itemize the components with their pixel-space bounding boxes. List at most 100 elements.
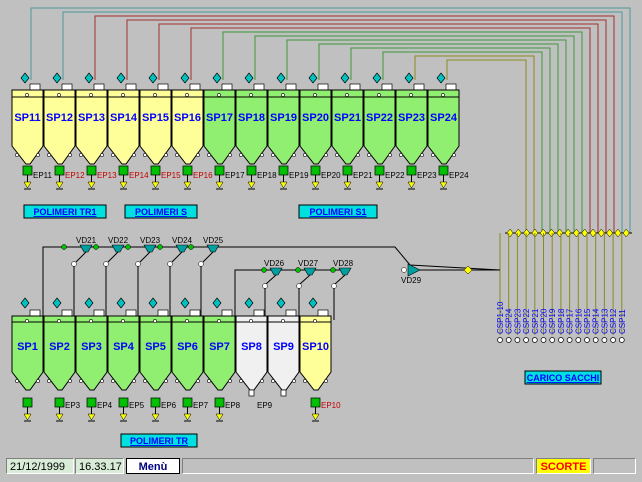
level-sensor-icon bbox=[281, 319, 285, 323]
group-polimeri-s[interactable]: POLIMERI S bbox=[124, 204, 198, 219]
diverter-icon bbox=[338, 267, 352, 276]
outlet-valve-icon bbox=[54, 397, 65, 408]
bag-outlet-icon[interactable] bbox=[505, 337, 512, 343]
diverter-valve[interactable]: VD26 bbox=[261, 259, 285, 320]
level-sensor-icon bbox=[89, 319, 93, 323]
node-icon bbox=[157, 244, 163, 250]
level-sensor-icon bbox=[281, 93, 285, 97]
group-label-text: POLIMERI TR1 bbox=[33, 207, 96, 217]
filter-icon bbox=[189, 83, 201, 91]
diverter-valve[interactable]: VD25 bbox=[188, 236, 224, 320]
silo-unit[interactable]: SP1 bbox=[11, 297, 44, 422]
level-sensor-icon bbox=[79, 153, 83, 157]
level-sensor-icon bbox=[303, 153, 307, 157]
diverter-label: VD28 bbox=[333, 259, 354, 268]
discharge-icon bbox=[311, 181, 320, 189]
level-sensor-icon bbox=[207, 153, 211, 157]
discharge-icon bbox=[343, 181, 352, 189]
bag-station-label: CSP1-10 bbox=[496, 301, 505, 334]
branch-pipe bbox=[334, 274, 346, 285]
bag-outlet-icon[interactable] bbox=[575, 337, 582, 343]
bag-outlet-icon[interactable] bbox=[610, 337, 616, 343]
diverter-valve-main[interactable]: VD29 bbox=[401, 263, 422, 285]
vent-icon bbox=[116, 297, 126, 309]
silo-label: SP5 bbox=[145, 341, 166, 353]
group-label-box bbox=[124, 204, 198, 219]
level-sensor-icon bbox=[356, 153, 360, 157]
diverter-valve[interactable]: VD23 bbox=[125, 236, 161, 320]
filter-icon bbox=[93, 83, 105, 91]
level-sensor-icon bbox=[292, 153, 296, 157]
bag-outlet-icon[interactable] bbox=[601, 337, 608, 343]
filter-icon bbox=[317, 309, 329, 317]
bag-outlet-icon[interactable] bbox=[549, 337, 556, 343]
outlet-valve-icon bbox=[310, 397, 321, 408]
level-sensor-icon bbox=[15, 153, 19, 157]
valve-label: EP16 bbox=[193, 171, 213, 180]
node-icon bbox=[401, 267, 407, 273]
diverter-valve[interactable]: VD22 bbox=[93, 236, 129, 320]
discharge-icon bbox=[23, 181, 32, 189]
silo-unit[interactable]: SP9 bbox=[267, 297, 300, 397]
silo-label: SP9 bbox=[273, 341, 294, 353]
bag-outlet-icon[interactable] bbox=[497, 337, 503, 343]
node-icon bbox=[198, 261, 204, 267]
group-label-text: POLIMERI S bbox=[135, 207, 187, 217]
bag-outlet-icon[interactable] bbox=[558, 337, 564, 343]
diverter-valve[interactable]: VD24 bbox=[157, 236, 193, 320]
diverter-valve[interactable]: VD21 bbox=[61, 236, 97, 320]
level-sensor-icon bbox=[335, 153, 339, 157]
vent-icon bbox=[340, 72, 350, 84]
bag-outlet-icon[interactable] bbox=[523, 337, 529, 343]
discharge-icon bbox=[151, 413, 160, 421]
level-sensor-icon bbox=[324, 153, 328, 157]
bag-outlet-icon[interactable] bbox=[566, 337, 573, 343]
group-carico-sacchi[interactable]: CARICO SACCHI bbox=[524, 370, 602, 385]
diverter-valve[interactable]: VD27 bbox=[295, 259, 319, 320]
bag-outlet-icon[interactable] bbox=[592, 337, 599, 343]
discharge-icon bbox=[279, 181, 288, 189]
menu-button[interactable]: Menù bbox=[126, 458, 180, 474]
level-sensor-icon bbox=[100, 153, 104, 157]
group-polimeri-tr[interactable]: POLIMERI TR bbox=[120, 433, 198, 448]
group-polimeri-tr1[interactable]: POLIMERI TR1 bbox=[23, 204, 107, 219]
level-sensor-icon bbox=[313, 93, 317, 97]
bag-outlet-icon[interactable] bbox=[618, 337, 625, 343]
valve-label: EP23 bbox=[417, 171, 437, 180]
feed-line bbox=[318, 43, 559, 233]
feed-line bbox=[62, 11, 623, 233]
diverter-valve[interactable]: VD28 bbox=[330, 259, 354, 320]
scorte-button[interactable]: SCORTE bbox=[536, 458, 591, 474]
bag-outlet-icon[interactable] bbox=[514, 337, 521, 343]
bag-outlet-icon[interactable] bbox=[540, 337, 547, 343]
filter-icon bbox=[125, 309, 137, 317]
node-icon bbox=[330, 267, 336, 273]
feed-line bbox=[414, 55, 535, 233]
bag-outlet-icon[interactable] bbox=[531, 337, 538, 343]
bag-outlet-icon[interactable] bbox=[584, 337, 590, 343]
diverter-label: VD21 bbox=[76, 236, 97, 245]
group-polimeri-s1[interactable]: POLIMERI S1 bbox=[298, 204, 378, 219]
